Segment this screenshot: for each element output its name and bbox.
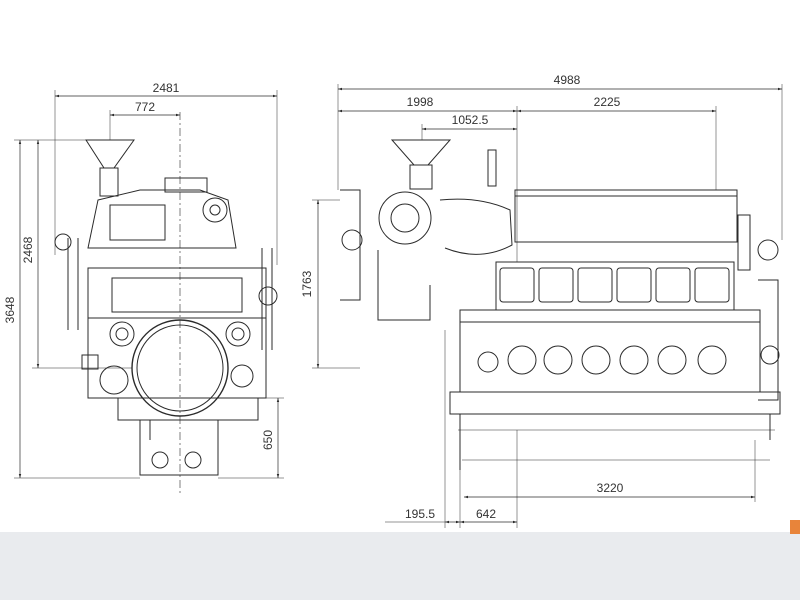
label-length-rear: 2225 bbox=[594, 95, 621, 109]
front-turbo-housing bbox=[202, 197, 228, 223]
side-exhaust-manifold bbox=[439, 198, 513, 255]
crank-door-6 bbox=[697, 345, 727, 375]
front-intake-horn bbox=[85, 139, 135, 169]
side-rear-pump bbox=[757, 239, 779, 261]
front-nameplate-panel bbox=[111, 277, 243, 313]
crank-door-1 bbox=[507, 345, 537, 375]
front-crankcase bbox=[87, 267, 267, 399]
side-intake-duct bbox=[409, 164, 433, 190]
cylinder-cover-5 bbox=[655, 267, 691, 303]
front-dimensions bbox=[14, 90, 284, 479]
side-dimension-labels: 4988 1998 2225 1052.5 1763 3220 195.5 64… bbox=[300, 73, 624, 521]
label-length-overall: 4988 bbox=[554, 73, 581, 87]
crank-door-5 bbox=[657, 345, 687, 375]
label-height-overall: 3648 bbox=[3, 296, 17, 323]
cylinder-cover-2 bbox=[538, 267, 574, 303]
cylinder-cover-6 bbox=[694, 267, 730, 303]
top-margin bbox=[0, 0, 800, 60]
front-left-pipe bbox=[67, 238, 79, 330]
crank-door-4 bbox=[619, 345, 649, 375]
side-dimensions bbox=[312, 84, 783, 528]
label-height-base: 650 bbox=[261, 430, 275, 450]
crank-door-2 bbox=[543, 345, 573, 375]
side-base-frame bbox=[449, 391, 781, 415]
label-length-front: 1998 bbox=[407, 95, 434, 109]
front-right-pipe bbox=[261, 248, 273, 350]
bottom-band bbox=[0, 532, 800, 600]
side-exhaust-stack bbox=[487, 149, 497, 187]
cylinder-cover-1 bbox=[499, 267, 535, 303]
side-turbocharger bbox=[378, 191, 432, 245]
cylinder-cover-4 bbox=[616, 267, 652, 303]
front-dimension-labels: 2481 772 3648 2468 650 bbox=[3, 81, 275, 450]
front-oil-sump bbox=[139, 420, 219, 476]
label-flywheel-offset: 642 bbox=[476, 507, 496, 521]
side-intake-horn bbox=[390, 139, 452, 166]
corner-accent bbox=[790, 520, 800, 534]
side-cylinder-row bbox=[495, 261, 735, 311]
label-height-upper: 2468 bbox=[21, 236, 35, 263]
front-left-pump bbox=[109, 321, 135, 347]
side-view bbox=[340, 139, 781, 470]
label-front-offset: 195.5 bbox=[405, 507, 435, 521]
cylinder-cover-3 bbox=[577, 267, 613, 303]
front-filter bbox=[99, 365, 129, 395]
label-base-length: 3220 bbox=[597, 481, 624, 495]
label-crank-height: 1763 bbox=[300, 270, 314, 297]
front-base-frame bbox=[117, 397, 259, 421]
crank-door-3 bbox=[581, 345, 611, 375]
side-auxiliary-housing bbox=[341, 229, 363, 251]
label-inlet-offset: 772 bbox=[135, 100, 155, 114]
front-rocker-cover bbox=[109, 204, 166, 241]
front-cylinder-head bbox=[87, 189, 237, 249]
front-intake-duct bbox=[99, 167, 119, 197]
front-view bbox=[54, 112, 278, 495]
side-top-cover bbox=[514, 189, 738, 243]
label-width-overall: 2481 bbox=[153, 81, 180, 95]
label-inlet-offset-side: 1052.5 bbox=[452, 113, 489, 127]
front-right-pump bbox=[225, 321, 251, 347]
